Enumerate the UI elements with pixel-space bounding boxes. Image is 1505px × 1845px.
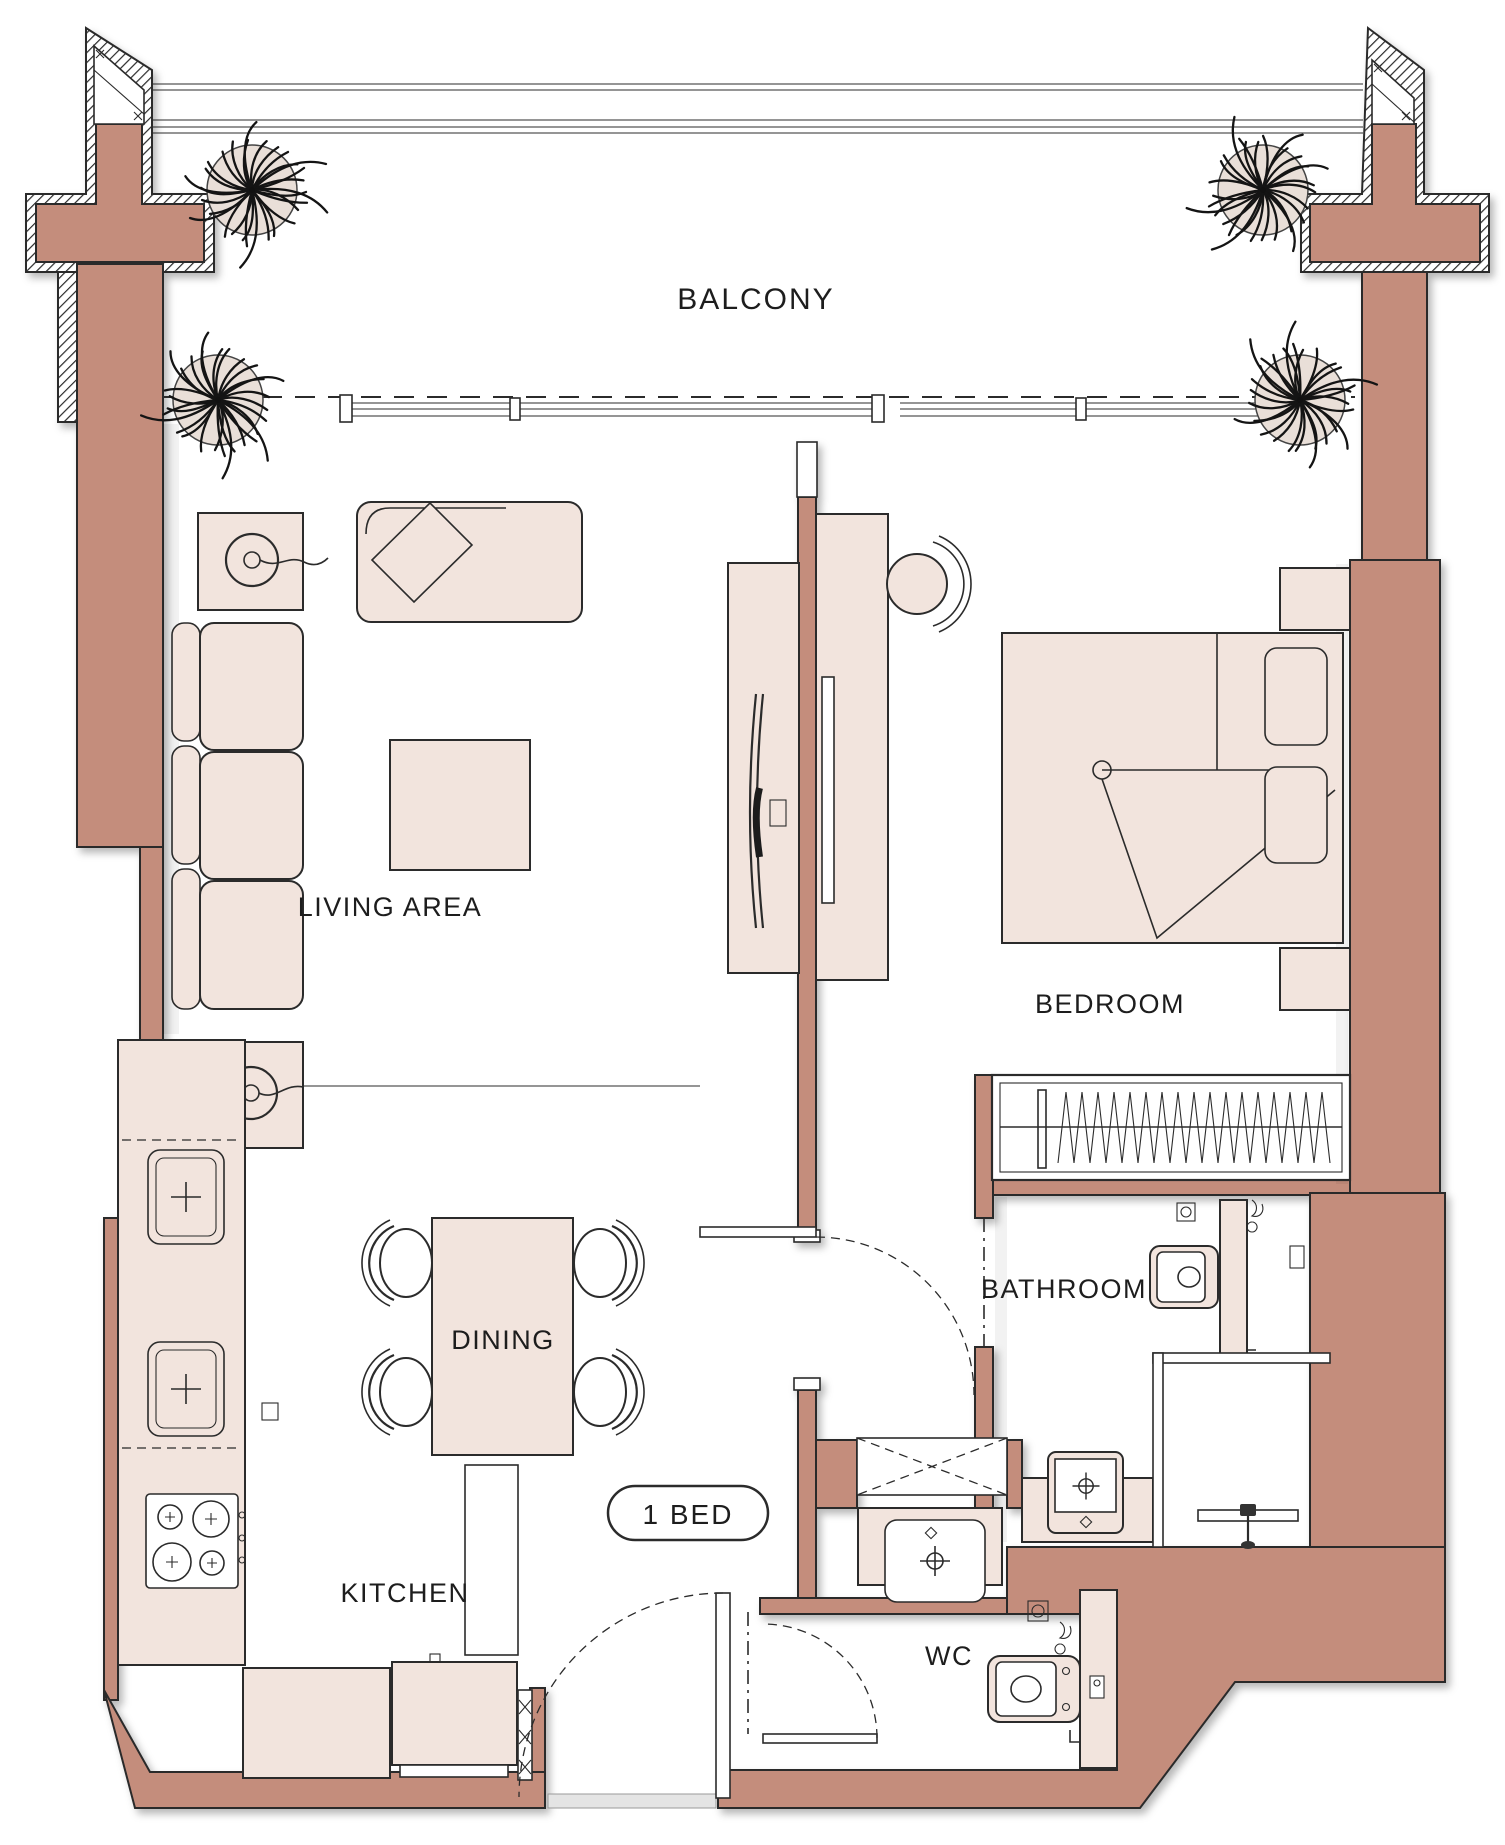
entry-threshold xyxy=(547,1793,717,1809)
wc: WC xyxy=(747,1589,1118,1769)
balcony-label: BALCONY xyxy=(677,283,834,316)
door-swing-icon xyxy=(747,1612,878,1744)
toilet-icon xyxy=(987,1655,1081,1723)
washbasin-icon xyxy=(1021,1451,1154,1543)
chair-icon xyxy=(572,1218,646,1308)
chair-icon xyxy=(360,1347,434,1437)
unit-type-label: 1 BED xyxy=(643,1499,734,1530)
kitchen-counter xyxy=(391,1661,518,1766)
sink-icon xyxy=(147,1149,225,1245)
tv-unit xyxy=(727,562,800,974)
door-swing-icon xyxy=(699,1218,985,1396)
wc-label: WC xyxy=(925,1641,973,1671)
walls xyxy=(25,26,1490,1809)
kitchen: KITCHEN xyxy=(117,1039,533,1781)
pillow-icon xyxy=(370,501,474,604)
side-table xyxy=(197,512,304,611)
louver-vent xyxy=(517,1689,533,1781)
nightstand-icon xyxy=(1279,567,1351,631)
balcony-railing xyxy=(152,83,1363,134)
wardrobe-icon xyxy=(990,1073,1352,1182)
stool-icon xyxy=(886,535,972,633)
sofa-icon xyxy=(171,622,304,1010)
bedroom-label: BEDROOM xyxy=(1035,989,1185,1019)
entry xyxy=(518,1592,731,1809)
kitchen-counter xyxy=(242,1667,391,1779)
living-area-label: LIVING AREA xyxy=(298,892,483,922)
tv-icon xyxy=(748,693,758,929)
sink-icon xyxy=(147,1341,225,1437)
utility-shaft-icon xyxy=(856,1437,1008,1496)
lamp-icon xyxy=(224,532,329,588)
bathroom: BATHROOM xyxy=(699,1199,1331,1549)
chair-icon xyxy=(572,1347,646,1437)
unit-type-badge: 1 BED xyxy=(606,1484,770,1542)
shower-icon xyxy=(1152,1352,1331,1549)
sliding-window-icon xyxy=(163,394,1355,423)
dresser xyxy=(815,513,889,981)
fixture-glyphs xyxy=(1176,1199,1305,1351)
dining-table-icon xyxy=(431,1217,574,1456)
kitchen-label: KITCHEN xyxy=(340,1578,469,1608)
bathroom-label: BATHROOM xyxy=(981,1274,1147,1304)
bed-icon xyxy=(1001,632,1344,944)
fixture-glyphs xyxy=(1027,1600,1105,1743)
wc-washbasin xyxy=(857,1507,1003,1603)
chair-icon xyxy=(360,1218,434,1308)
stove-icon xyxy=(145,1493,246,1589)
living-area: LIVING AREA xyxy=(171,501,800,1149)
vanity xyxy=(1219,1199,1248,1356)
fridge xyxy=(464,1464,519,1656)
chaise-icon xyxy=(356,501,583,623)
coffee-table-icon xyxy=(389,739,531,871)
counter-tray xyxy=(399,1764,509,1778)
toilet-icon xyxy=(1149,1245,1219,1309)
bedroom: BEDROOM xyxy=(815,513,1352,1182)
pillow-icon xyxy=(1264,647,1328,746)
dining-label: DINING xyxy=(451,1325,555,1355)
pillow-icon xyxy=(1264,766,1328,864)
door-swing-icon xyxy=(518,1592,731,1799)
dining: DINING xyxy=(360,1217,646,1456)
nightstand-icon xyxy=(1279,947,1351,1011)
